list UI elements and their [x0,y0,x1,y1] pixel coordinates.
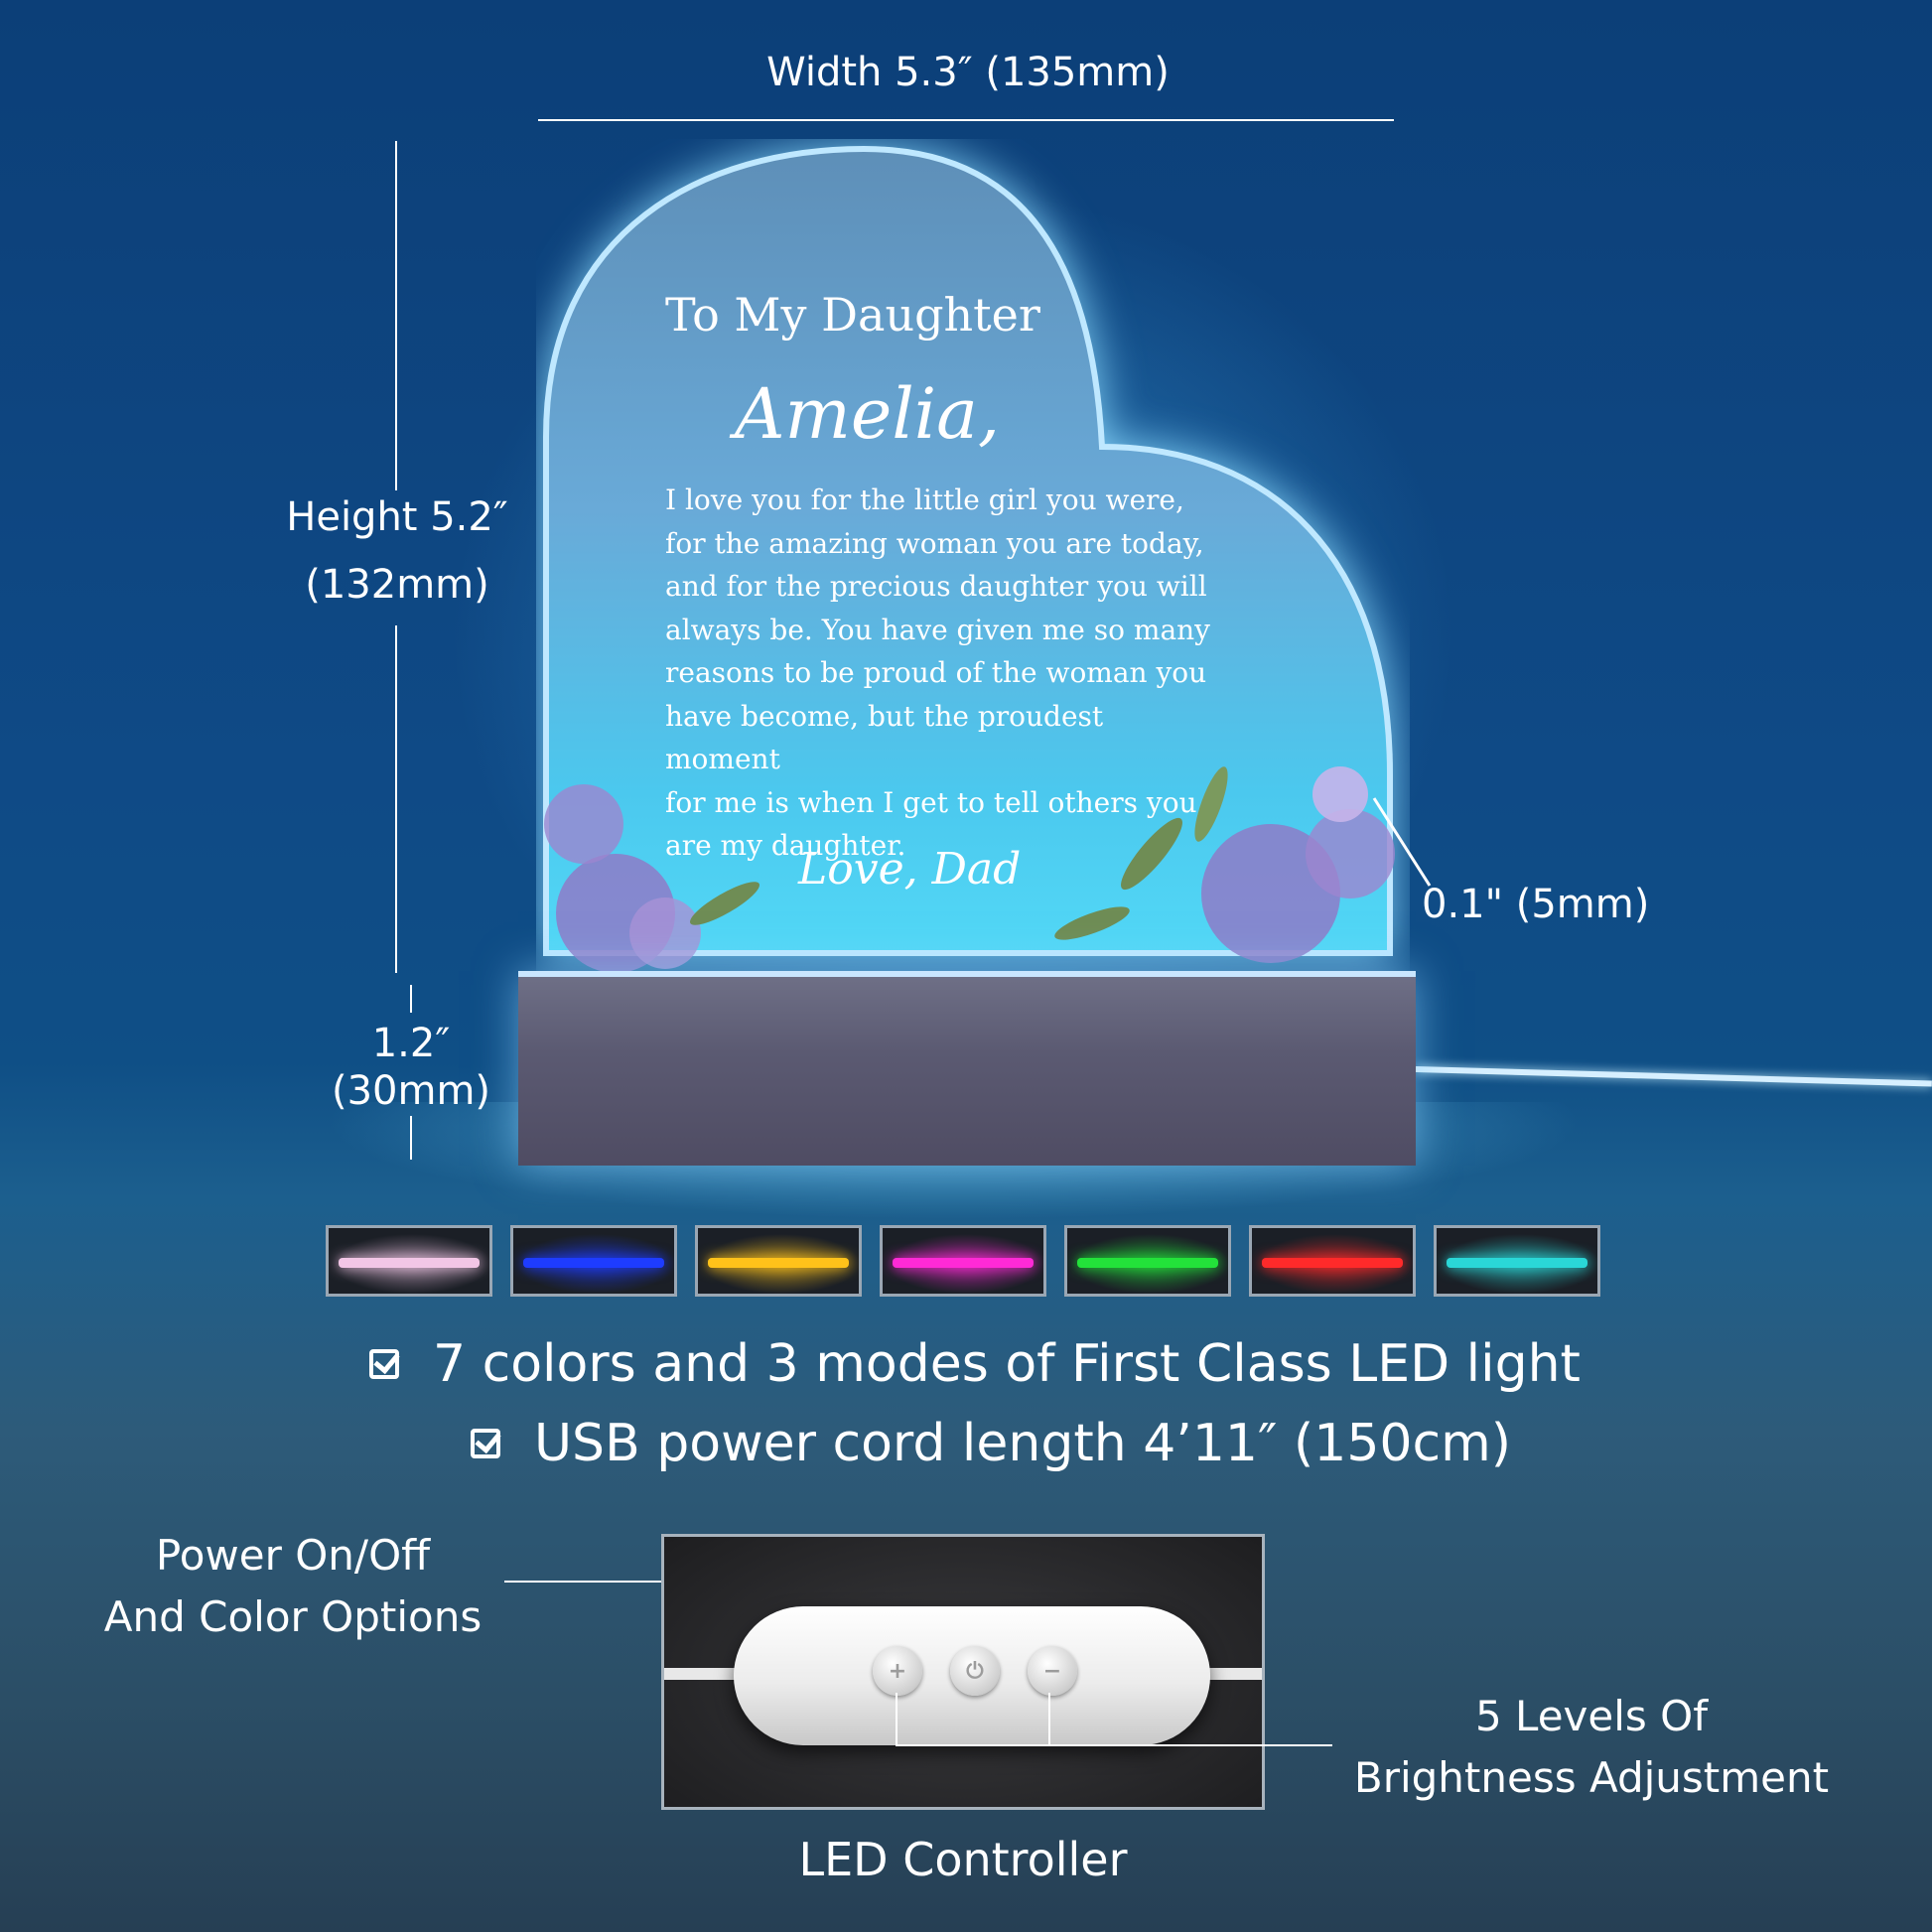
feature-text: 7 colors and 3 modes of First Class LED … [433,1334,1581,1394]
wooden-led-base [518,971,1416,1166]
power-label-line1: Power On/Off [155,1531,431,1580]
heart-acrylic-plaque [543,145,1395,973]
brightness-down-button[interactable]: − [1028,1646,1077,1696]
height-label-line1: Height 5.2″ [286,494,508,540]
brightness-up-button[interactable]: + [873,1646,922,1696]
plaque-recipient-name: Amelia, [735,373,1001,455]
feature-usb-cord: USB power cord length 4’11″ (150cm) [471,1414,1511,1473]
brightness-label-line1: 5 Levels Of [1474,1692,1708,1740]
message-line: are my daughter. [665,829,906,862]
height-label-line2: (132mm) [305,562,489,608]
brightness-callout-left [896,1693,897,1746]
checkbox-icon [369,1349,399,1379]
brightness-label: 5 Levels Of Brightness Adjustment [1340,1686,1843,1809]
message-line: reasons to be proud of the woman you [665,656,1207,689]
plaque-signature: Love, Dad [798,844,1022,895]
thickness-callout-line [1372,797,1432,887]
controller-wire-right [1200,1668,1262,1680]
led-color-swatch [1249,1225,1416,1297]
led-color-swatch [1064,1225,1231,1297]
message-line: for me is when I get to tell others you [665,785,1197,819]
led-controller-photo: + ⏻ − [661,1534,1265,1810]
plaque-heading: To My Daughter [665,288,1040,342]
brightness-label-line2: Brightness Adjustment [1353,1753,1830,1802]
feature-text: USB power cord length 4’11″ (150cm) [534,1414,1512,1473]
base-height-label-line2: (30mm) [331,1068,491,1114]
message-line: always be. You have given me so many [665,613,1210,646]
width-label: Width 5.3″ (135mm) [766,50,1170,95]
brightness-callout-line [896,1744,1332,1746]
floral-decoration-left [544,784,759,973]
power-color-button[interactable]: ⏻ [950,1646,1000,1696]
led-color-swatch [326,1225,492,1297]
power-label-line2: And Color Options [103,1592,483,1641]
led-controller-caption: LED Controller [798,1833,1128,1886]
base-dimension-line-bottom [410,1116,412,1160]
message-line: have become, but the proudest moment [665,699,1104,776]
width-dimension-line [538,119,1394,121]
power-options-label: Power On/Off And Color Options [89,1525,496,1648]
usb-cord [1415,1066,1932,1087]
height-dimension-line-bottom [395,625,397,973]
controller-wire-left [664,1668,744,1680]
base-height-label-line1: 1.2″ [371,1021,451,1066]
led-color-swatch [695,1225,862,1297]
checkbox-icon [471,1429,500,1458]
plaque-message: I love you for the little girl you were,… [665,479,1221,868]
feature-led-colors: 7 colors and 3 modes of First Class LED … [369,1334,1581,1394]
base-dimension-line-top [410,985,412,1013]
message-line: I love you for the little girl you were, [665,483,1184,516]
height-dimension-line-top [395,141,397,490]
led-color-swatch [880,1225,1046,1297]
brightness-callout-right [1048,1693,1050,1746]
message-line: and for the precious daughter you will [665,570,1207,603]
led-color-swatch [1434,1225,1600,1297]
message-line: for the amazing woman you are today, [665,526,1204,560]
thickness-label: 0.1" (5mm) [1422,882,1650,927]
floral-decoration-right [1054,766,1395,963]
led-color-swatch [510,1225,677,1297]
